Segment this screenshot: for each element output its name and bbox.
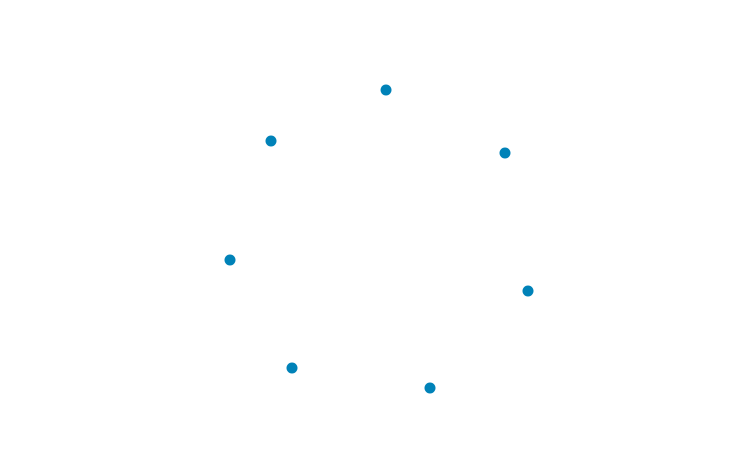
dot-marker <box>265 135 277 147</box>
dot-marker <box>424 382 436 394</box>
dot-marker <box>380 84 392 96</box>
dot-marker <box>286 362 298 374</box>
dot-marker <box>499 147 511 159</box>
dot-marker <box>224 254 236 266</box>
dot-marker <box>522 285 534 297</box>
